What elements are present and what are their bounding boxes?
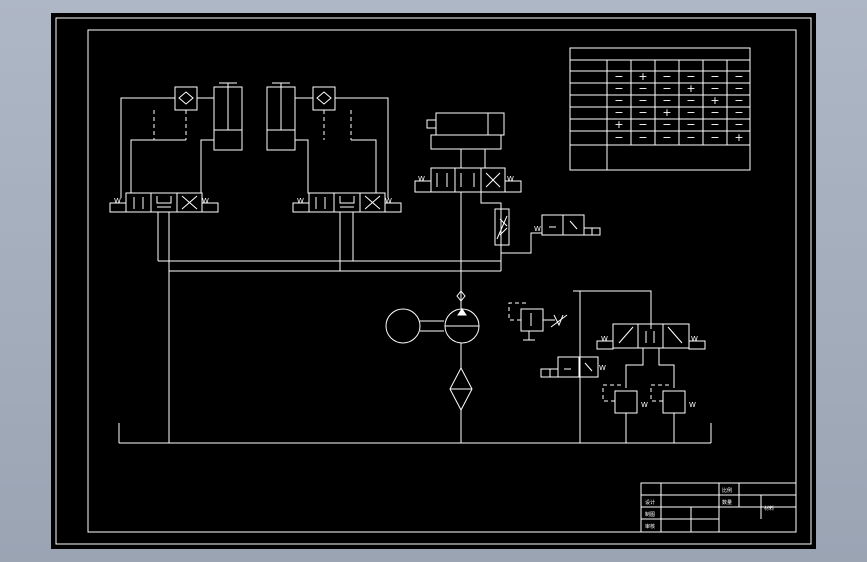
svg-text:W: W — [385, 197, 392, 205]
table-cell: − — [734, 118, 743, 131]
svg-text:W: W — [418, 175, 425, 183]
table-cell: + — [614, 118, 623, 131]
left-cylinder-circuit: W W — [109, 82, 243, 271]
relief-valve-icon — [614, 390, 638, 414]
table-cell: − — [638, 82, 647, 95]
table-cell: + — [710, 94, 719, 107]
table-cell: − — [662, 131, 671, 144]
electric-motor-icon — [385, 308, 421, 344]
solenoid-valve-icon — [430, 167, 506, 193]
table-cell: + — [734, 131, 743, 144]
material-label: 材料 — [764, 505, 774, 512]
relief-valve-icon — [520, 308, 544, 332]
main-lines — [118, 260, 712, 444]
table-cell: − — [662, 118, 671, 131]
table-cell: − — [614, 70, 623, 83]
action-table: −+−−−−−−−+−−−−−−+−−−+−−−+−−−−−−−−−−+ — [569, 47, 751, 171]
table-cell: + — [638, 70, 647, 83]
ratio-label: 比例 — [722, 487, 732, 494]
outer-border — [55, 17, 812, 545]
table-cell: − — [614, 131, 623, 144]
motor-circuit: W W W — [414, 112, 601, 293]
svg-text:W: W — [534, 225, 541, 233]
svg-text:W: W — [202, 197, 209, 205]
relief-valve-icon — [662, 390, 686, 414]
power-unit — [385, 290, 480, 443]
inner-border — [87, 29, 797, 533]
svg-text:W: W — [507, 175, 514, 183]
middle-cylinder-circuit: W W — [266, 82, 402, 271]
title-block: 比例 数量 制图 审核 设计 材料 — [640, 482, 797, 533]
table-cell: − — [686, 106, 695, 119]
table-cell: − — [638, 94, 647, 107]
table-cell: − — [614, 106, 623, 119]
table-cell: − — [686, 131, 695, 144]
table-cell: − — [686, 94, 695, 107]
svg-text:W: W — [601, 335, 608, 343]
hydraulic-motor-icon — [435, 112, 505, 136]
solenoid-valve-icon — [557, 356, 599, 378]
svg-text:W: W — [691, 335, 698, 343]
table-cell: − — [710, 131, 719, 144]
throttle-valve-icon — [494, 208, 510, 246]
table-cell: − — [638, 118, 647, 131]
table-cell: − — [662, 82, 671, 95]
drawn-label: 制图 — [645, 511, 655, 518]
table-cell: − — [734, 106, 743, 119]
table-cell: − — [662, 94, 671, 107]
qty-label: 数量 — [722, 499, 732, 506]
table-cell: − — [686, 70, 695, 83]
design-label: 设计 — [645, 499, 655, 506]
table-cell: − — [734, 94, 743, 107]
table-cell: + — [686, 82, 695, 95]
check-valve-icon — [312, 86, 336, 111]
table-cell: − — [686, 118, 695, 131]
table-cell: − — [734, 82, 743, 95]
svg-text:W: W — [641, 401, 648, 409]
table-cell: − — [734, 70, 743, 83]
table-cell: − — [710, 106, 719, 119]
drawing-sheet: −+−−−−−−−+−−−−−−+−−−+−−−+−−−−−−−−−−+ 比例 … — [51, 13, 816, 549]
solenoid-valve-icon — [612, 323, 690, 349]
table-cell: − — [710, 118, 719, 131]
checked-label: 审核 — [645, 523, 655, 530]
svg-text:W: W — [114, 197, 121, 205]
table-cell: − — [614, 94, 623, 107]
table-cell: − — [614, 82, 623, 95]
table-cell: − — [710, 82, 719, 95]
pressure-circuit: W W W W W — [540, 290, 706, 443]
relief-valve-circuit — [508, 302, 568, 341]
table-cell: − — [638, 131, 647, 144]
svg-text:W: W — [297, 197, 304, 205]
table-cell: − — [638, 106, 647, 119]
check-valve-icon — [174, 86, 198, 111]
hydraulic-schematic: −+−−−−−−−+−−−−−−+−−−+−−−+−−−−−−−−−−+ 比例 … — [55, 17, 812, 545]
svg-text:W: W — [599, 364, 606, 372]
table-cell: − — [662, 70, 671, 83]
svg-text:W: W — [689, 401, 696, 409]
table-cell: + — [662, 106, 671, 119]
table-cell: − — [710, 70, 719, 83]
